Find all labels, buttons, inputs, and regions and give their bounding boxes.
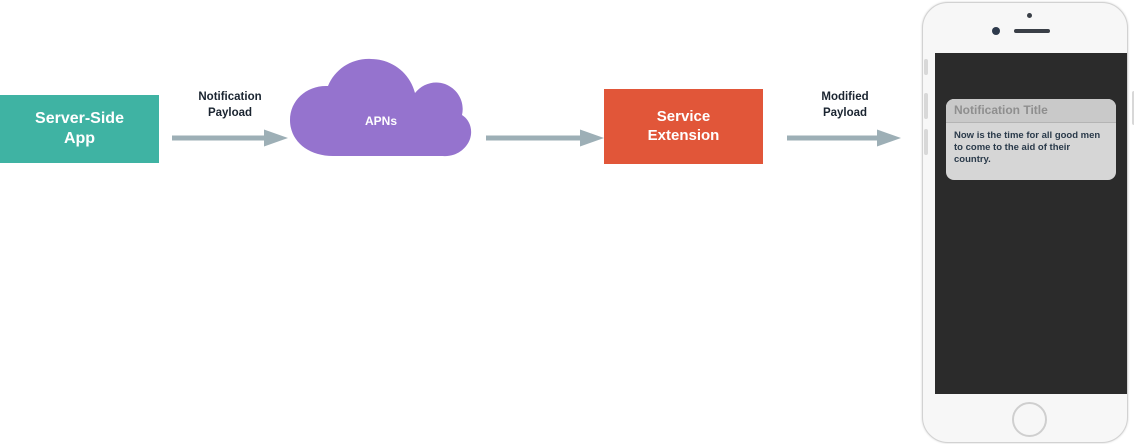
power-button[interactable] (1132, 91, 1134, 125)
silent-switch-button[interactable] (924, 59, 928, 75)
earpiece-speaker-icon (1014, 29, 1050, 33)
arrow-caption-notification-payload: Notification Payload (198, 91, 262, 119)
node-service-extension: Service Extension (604, 89, 763, 164)
node-service-extension-label: Service Extension (647, 107, 720, 144)
phone-mockup: Notification Title Now is the time for a… (918, 2, 1134, 443)
notification-banner[interactable]: Notification Title Now is the time for a… (946, 99, 1116, 181)
front-camera-icon (992, 27, 1000, 35)
home-button[interactable] (1012, 402, 1047, 437)
node-apns-cloud: APNs (288, 56, 474, 157)
volume-down-button[interactable] (924, 129, 928, 155)
phone-screen: Notification Title Now is the time for a… (935, 53, 1127, 394)
cloud-shape-icon (290, 58, 472, 157)
node-server-side-app: Server-Side App (0, 95, 159, 163)
notification-title: Notification Title (946, 99, 1116, 123)
rear-camera-dot-icon (1027, 13, 1032, 18)
volume-up-button[interactable] (924, 93, 928, 119)
phone-body: Notification Title Now is the time for a… (922, 2, 1134, 443)
arrow-server-to-apns (172, 129, 288, 147)
arrow-apns-to-service-extension (486, 129, 604, 147)
node-server-side-app-label: Server-Side App (35, 110, 124, 147)
notification-body-text: Now is the time for all good men to come… (954, 130, 1101, 166)
arrow-caption-modified-payload: Modified Payload (821, 91, 869, 119)
arrow-extension-to-device (787, 129, 901, 147)
